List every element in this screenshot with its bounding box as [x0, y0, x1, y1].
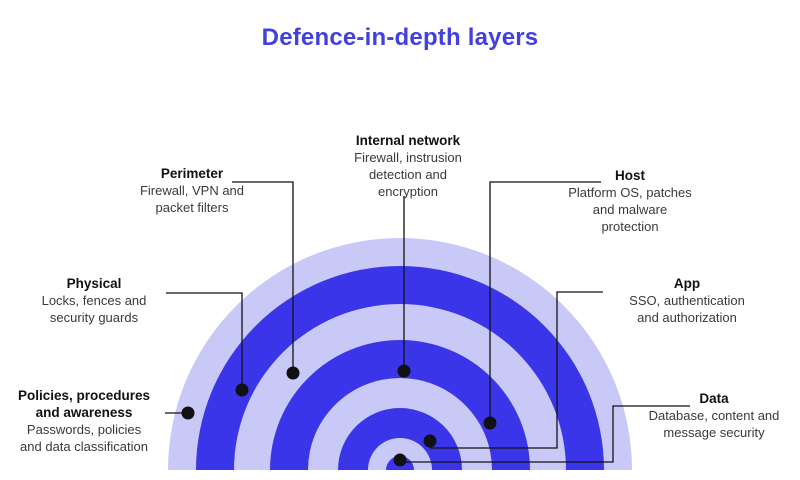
dot-app — [423, 434, 437, 448]
label-app-desc: SSO, authentication and authorization — [629, 293, 745, 325]
label-perimeter-desc: Firewall, VPN and packet filters — [139, 183, 245, 215]
label-host-desc: Platform OS, patches and malware protect… — [568, 185, 692, 234]
connector-app — [430, 291, 603, 449]
connector-lines — [165, 181, 690, 463]
label-app-title: App — [673, 276, 701, 291]
label-policies-procedures-and-awareness: Policies, procedures and awareness Passw… — [4, 387, 164, 455]
label-app: App SSO, authentication and authorizatio… — [604, 275, 770, 326]
connector-host — [489, 181, 601, 423]
connector-data — [400, 405, 690, 463]
label-data: Data Database, content and message secur… — [630, 390, 798, 441]
page-title: Defence-in-depth layers — [261, 24, 539, 51]
label-internal-network: Internal network Firewall, instrusion de… — [328, 132, 488, 200]
connector-perimeter — [232, 181, 294, 373]
label-host: Host Platform OS, patches and malware pr… — [548, 167, 712, 235]
label-internal-network-title: Internal network — [355, 133, 461, 148]
anchor-dots — [181, 364, 497, 467]
label-perimeter: Perimeter Firewall, VPN and packet filte… — [118, 165, 266, 216]
label-physical-title: Physical — [66, 276, 122, 291]
label-data-desc: Database, content and message security — [648, 408, 780, 440]
dot-physical — [235, 383, 249, 397]
label-host-title: Host — [615, 168, 645, 183]
label-data-title: Data — [699, 391, 729, 406]
label-perimeter-title: Perimeter — [160, 166, 224, 181]
label-policies-desc: Passwords, policies and data classificat… — [20, 422, 148, 454]
label-internal-network-desc: Firewall, instrusion detection and encry… — [354, 150, 462, 199]
label-physical-desc: Locks, fences and security guards — [41, 293, 147, 325]
connector-physical — [166, 292, 243, 390]
dot-policies — [181, 406, 195, 420]
ring-stack — [168, 238, 632, 470]
dot-perimeter — [286, 366, 300, 380]
dot-host — [483, 416, 497, 430]
dot-data — [393, 453, 407, 467]
label-physical: Physical Locks, fences and security guar… — [22, 275, 166, 326]
dot-internal-network — [397, 364, 411, 378]
label-policies-title: Policies, procedures and awareness — [17, 388, 151, 420]
